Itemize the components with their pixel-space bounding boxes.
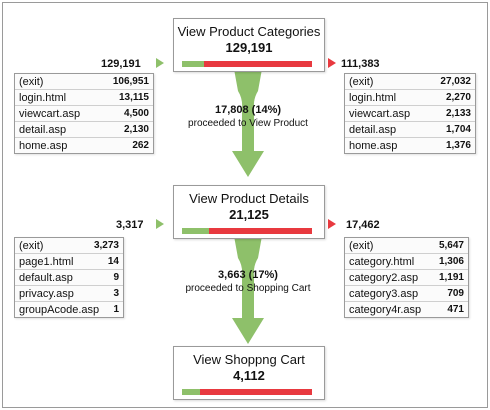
entry-arrow-icon: [156, 58, 164, 68]
row-value: 1: [113, 304, 119, 315]
table-row[interactable]: (exit) 106,951: [15, 74, 153, 90]
row-label: (exit): [19, 75, 44, 88]
row-value: 3,273: [93, 240, 119, 251]
row-value: 13,115: [118, 92, 149, 103]
row-label: home.asp: [349, 139, 398, 152]
row-value: 471: [447, 304, 464, 315]
table-row[interactable]: privacy.asp 3: [15, 286, 123, 302]
row-value: 5,647: [438, 240, 464, 251]
row-value: 27,032: [440, 76, 471, 87]
row-label: privacy.asp: [19, 287, 74, 300]
proceed-text: proceeded to Shopping Cart: [185, 283, 311, 294]
row-value: 1,376: [445, 140, 471, 151]
stage-title: View Shoppng Cart: [193, 352, 305, 367]
proceed-value: 17,808 (14%): [214, 104, 282, 116]
row-label: detail.asp: [349, 123, 397, 136]
table-row[interactable]: home.asp 262: [15, 138, 153, 153]
row-label: login.html: [349, 91, 397, 104]
row-label: login.html: [19, 91, 67, 104]
stage-view-shopping-cart[interactable]: View Shoppng Cart 4,112: [173, 346, 325, 400]
conversion-bar: [182, 61, 312, 67]
conversion-bar: [182, 389, 312, 395]
row-value: 1,191: [438, 272, 464, 283]
entry-sources-table: (exit) 3,273 page1.html 14 default.asp 9 pr…: [14, 237, 124, 318]
row-label: (exit): [349, 239, 374, 252]
row-label: home.asp: [19, 139, 68, 152]
funnel-connector-2: [232, 236, 264, 344]
table-row[interactable]: default.asp 9: [15, 270, 123, 286]
table-row[interactable]: login.html 2,270: [345, 90, 475, 106]
row-label: (exit): [349, 75, 374, 88]
row-label: groupAcode.asp: [19, 303, 100, 316]
conversion-bar-fill: [182, 389, 201, 395]
row-value: 106,951: [112, 76, 149, 87]
row-value: 262: [132, 140, 149, 151]
row-label: detail.asp: [19, 123, 67, 136]
row-value: 2,133: [445, 108, 471, 119]
table-row[interactable]: category2.asp 1,191: [345, 270, 468, 286]
stage-title: View Product Categories: [177, 24, 321, 39]
funnel-connector-1: [232, 69, 264, 177]
stage-count: 21,125: [229, 207, 269, 222]
table-row[interactable]: category.html 1,306: [345, 254, 468, 270]
stage-view-product-details[interactable]: View Product Details 21,125: [173, 185, 325, 239]
proceed-value: 3,663 (17%): [218, 269, 278, 281]
row-value: 2,130: [123, 124, 149, 135]
table-row[interactable]: detail.asp 2,130: [15, 122, 153, 138]
row-value: 1,306: [438, 256, 464, 267]
exit-destinations-table: (exit) 5,647 category.html 1,306 category2…: [344, 237, 469, 318]
proceed-label: 17,808 (14%) proceeded to View Product: [168, 104, 328, 129]
row-label: page1.html: [19, 255, 74, 268]
table-row[interactable]: category4r.asp 471: [345, 302, 468, 317]
row-value: 14: [107, 256, 119, 267]
row-value: 3: [113, 288, 119, 299]
entry-count: 129,191: [101, 58, 141, 70]
conversion-bar-fill: [182, 228, 210, 234]
row-value: 709: [447, 288, 464, 299]
table-row[interactable]: viewcart.asp 2,133: [345, 106, 475, 122]
exit-count: 111,383: [341, 58, 380, 70]
table-row[interactable]: (exit) 5,647: [345, 238, 468, 254]
row-label: (exit): [19, 239, 44, 252]
table-row[interactable]: login.html 13,115: [15, 90, 153, 106]
row-label: category.html: [349, 255, 415, 268]
entry-count: 3,317: [116, 219, 144, 231]
proceed-label: 3,663 (17%) proceeded to Shopping Cart: [168, 269, 328, 294]
row-label: default.asp: [19, 271, 73, 284]
proceed-text: proceeded to View Product: [188, 118, 308, 129]
entry-arrow-icon: [156, 219, 164, 229]
exit-arrow-icon: [328, 58, 336, 68]
exit-destinations-table: (exit) 27,032 login.html 2,270 viewcart.as…: [344, 73, 476, 154]
row-label: category4r.asp: [349, 303, 422, 316]
row-label: category2.asp: [349, 271, 419, 284]
table-row[interactable]: category3.asp 709: [345, 286, 468, 302]
table-row[interactable]: page1.html 14: [15, 254, 123, 270]
table-row[interactable]: viewcart.asp 4,500: [15, 106, 153, 122]
stage-view-product-categories[interactable]: View Product Categories 129,191: [173, 18, 325, 72]
row-label: category3.asp: [349, 287, 419, 300]
row-value: 2,270: [445, 92, 471, 103]
stage-count: 4,112: [233, 368, 265, 383]
exit-count: 17,462: [346, 219, 380, 231]
entry-sources-table: (exit) 106,951 login.html 13,115 viewcart.…: [14, 73, 154, 154]
row-value: 9: [113, 272, 119, 283]
row-value: 4,500: [123, 108, 149, 119]
table-row[interactable]: (exit) 27,032: [345, 74, 475, 90]
conversion-bar: [182, 228, 312, 234]
row-value: 1,704: [445, 124, 471, 135]
conversion-bar-fill: [182, 61, 205, 67]
stage-title: View Product Details: [189, 191, 309, 206]
row-label: viewcart.asp: [349, 107, 411, 120]
stage-count: 129,191: [225, 40, 273, 55]
table-row[interactable]: home.asp 1,376: [345, 138, 475, 153]
exit-arrow-icon: [328, 219, 336, 229]
table-row[interactable]: groupAcode.asp 1: [15, 302, 123, 317]
table-row[interactable]: (exit) 3,273: [15, 238, 123, 254]
row-label: viewcart.asp: [19, 107, 81, 120]
table-row[interactable]: detail.asp 1,704: [345, 122, 475, 138]
